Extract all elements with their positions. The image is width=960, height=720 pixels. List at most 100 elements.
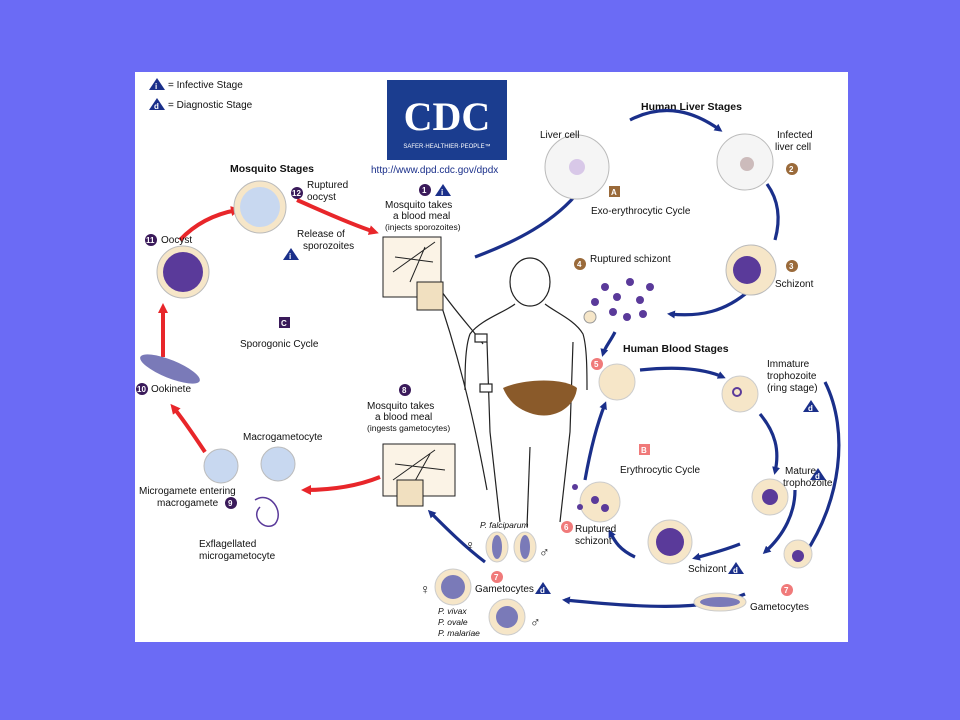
badge-7-left	[491, 571, 503, 583]
malaria-lifecycle-diagram: i = Infective Stage d = Diagnostic Stage…	[136, 78, 841, 638]
diagnostic-triangle-icon	[149, 98, 165, 110]
infective-icon	[435, 184, 451, 196]
ruptured-blood-label-1: Ruptured	[575, 524, 616, 535]
stage8-line2: a blood meal	[375, 412, 432, 423]
svg-text:12: 12	[292, 189, 301, 198]
badge-12	[291, 187, 303, 199]
badge-B	[639, 444, 650, 455]
svg-text:11: 11	[146, 236, 155, 245]
svg-text:A: A	[611, 188, 617, 197]
skin-panel-bottom	[382, 443, 456, 507]
ookinete-label: Ookinete	[151, 384, 191, 395]
exflag-line2: microgametocyte	[199, 551, 276, 562]
badge-11	[145, 234, 157, 246]
rbc-uninfected	[598, 363, 636, 401]
diagnostic-icon	[803, 400, 819, 412]
badge-3	[786, 260, 798, 272]
female-symbol-2: ♀	[420, 581, 431, 597]
svg-text:9: 9	[228, 499, 233, 508]
gametocytes-label-left: Gametocytes	[475, 584, 534, 595]
svg-text:8: 8	[402, 386, 407, 395]
stage12-line1: Ruptured	[307, 180, 348, 191]
ookinete	[140, 354, 200, 384]
stage9-line2: macrogamete	[157, 498, 219, 509]
legend-diagnostic-label: = Diagnostic Stage	[168, 100, 253, 111]
immature-label-3: (ring stage)	[767, 383, 818, 394]
liver-cell-label: Liver cell	[540, 130, 579, 141]
badge-5	[591, 358, 603, 370]
badge-4	[574, 258, 586, 270]
exflag-line1: Exflagellated	[199, 539, 256, 550]
svg-text:B: B	[641, 446, 647, 455]
svg-text:10: 10	[137, 385, 146, 394]
species-ovale: P. ovale	[438, 617, 468, 627]
macrogametocyte	[260, 446, 296, 482]
badge-10	[136, 383, 148, 395]
svg-text:3: 3	[789, 262, 794, 271]
exo-erythrocytic-label: Exo-erythrocytic Cycle	[591, 206, 691, 217]
ruptured-schizont-liver-label: Ruptured schizont	[590, 254, 671, 265]
liver-organ	[503, 380, 577, 416]
svg-text:C: C	[281, 319, 287, 328]
badge-A	[609, 186, 620, 197]
svg-text:d: d	[815, 472, 820, 481]
schizont-liver-label: Schizont	[775, 279, 814, 290]
species-vivax: P. vivax	[438, 606, 467, 616]
svg-text:1: 1	[422, 186, 427, 195]
mature-label-1: Mature	[785, 466, 817, 477]
schizont-blood-label: Schizont	[688, 564, 727, 575]
skin-panel-top	[382, 236, 444, 311]
svg-text:5: 5	[594, 360, 599, 369]
infective-triangle-icon	[149, 78, 165, 90]
mosquito-stages-title: Mosquito Stages	[230, 163, 314, 175]
stage1-line1: Mosquito takes	[385, 200, 452, 211]
cdc-logo: CDC SAFER·HEALTHIER·PEOPLE™	[387, 80, 507, 160]
svg-text:2: 2	[789, 165, 794, 174]
svg-text:i: i	[441, 188, 443, 197]
ruptured-liver-schizont	[583, 278, 654, 324]
stage1-line2: a blood meal	[393, 211, 450, 222]
lifecycle-panel: i = Infective Stage d = Diagnostic Stage…	[135, 72, 848, 642]
badge-7-right	[781, 584, 793, 596]
cdc-url-link[interactable]: http://www.dpd.cdc.gov/dpdx	[371, 165, 498, 176]
legend: i = Infective Stage d = Diagnostic Stage	[149, 78, 253, 111]
svg-text:7: 7	[784, 586, 789, 595]
male-symbol-2: ♂	[530, 614, 541, 630]
svg-text:6: 6	[564, 523, 569, 532]
immature-label-1: Immature	[767, 359, 810, 370]
red-arrows	[158, 198, 381, 495]
stage8-line3: (ingests gametocytes)	[367, 423, 450, 433]
mature-label-2: trophozoite	[783, 478, 833, 489]
stage1-line3: (injects sporozoites)	[385, 222, 461, 232]
svg-text:i: i	[289, 252, 291, 261]
sporogonic-cycle-label: Sporogonic Cycle	[240, 339, 319, 350]
immature-label-2: trophozoite	[767, 371, 817, 382]
svg-text:i: i	[155, 82, 157, 91]
species-malariae: P. malariae	[438, 628, 480, 638]
erythrocytic-cycle-label: Erythrocytic Cycle	[620, 465, 700, 476]
svg-text:d: d	[733, 566, 738, 575]
release-line2: sporozoites	[303, 241, 354, 252]
exflagellated-microgametocyte	[254, 496, 279, 527]
stage9-line1: Microgamete entering	[139, 486, 236, 497]
blood-stages-title: Human Blood Stages	[623, 343, 729, 355]
badge-1	[419, 184, 431, 196]
male-symbol-1: ♂	[539, 544, 550, 560]
infected-label-1: Infected	[777, 130, 813, 141]
svg-text:SAFER·HEALTHIER·PEOPLE™: SAFER·HEALTHIER·PEOPLE™	[403, 143, 490, 150]
svg-text:CDC: CDC	[404, 94, 491, 139]
legend-infective-label: = Infective Stage	[168, 80, 243, 91]
ruptured-blood-label-2: schizont	[575, 536, 612, 547]
svg-text:d: d	[808, 404, 813, 413]
ruptured-blood-schizont	[579, 481, 621, 523]
badge-C	[279, 317, 290, 328]
svg-text:d: d	[154, 102, 159, 111]
microgamete-entering	[203, 448, 239, 484]
svg-text:4: 4	[577, 260, 582, 269]
species-falciparum: P. falciparum	[480, 520, 529, 530]
stage12-line2: oocyst	[307, 192, 336, 203]
female-symbol-1: ♀	[465, 537, 476, 553]
release-line1: Release of	[297, 229, 345, 240]
macrogametocyte-label: Macrogametocyte	[243, 432, 323, 443]
stage8-line1: Mosquito takes	[367, 401, 434, 412]
